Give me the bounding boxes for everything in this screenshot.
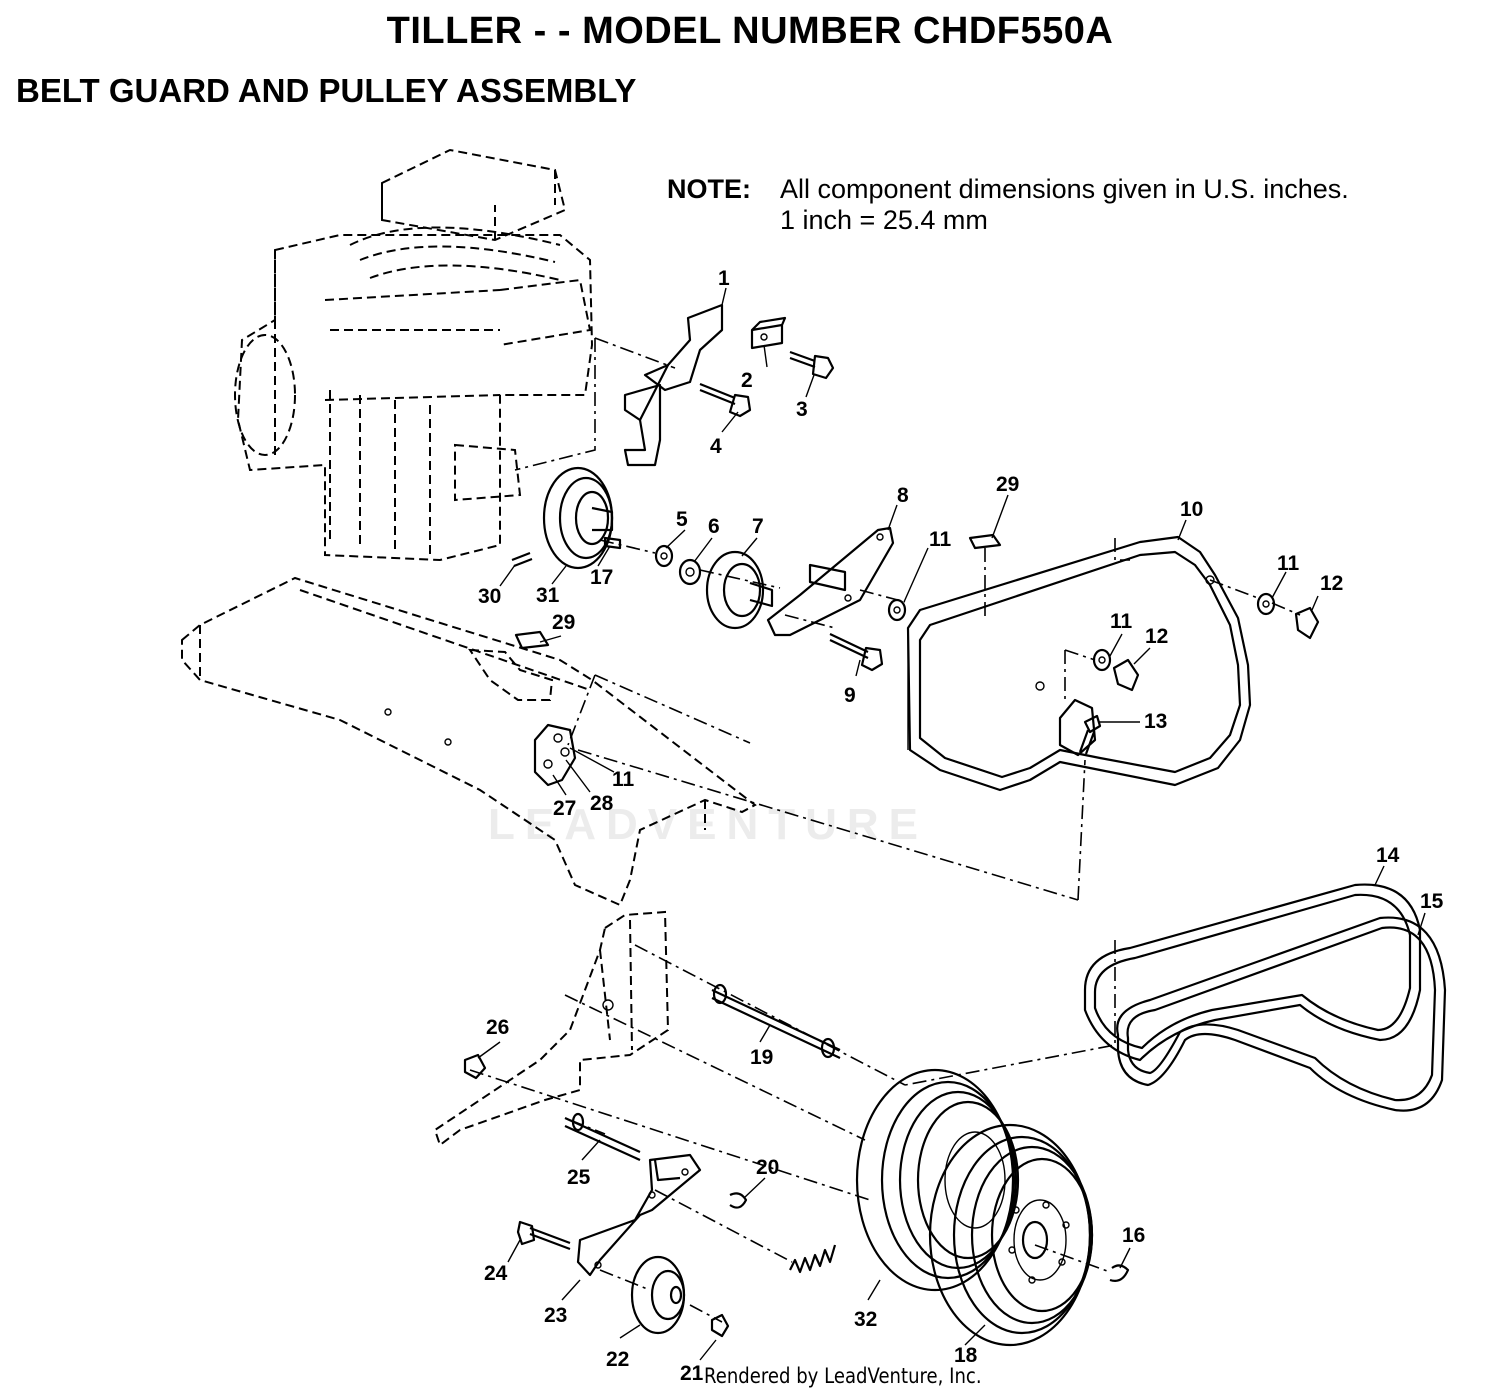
callout-27: 27: [553, 797, 576, 820]
part-4-bolt: [699, 382, 752, 418]
part-5-washer: [654, 544, 674, 568]
frame-bracket-outline: [433, 910, 670, 1147]
part-31-engine-pulley: [542, 466, 622, 570]
callout-11-mid: 11: [1110, 610, 1133, 633]
callout-25: 25: [567, 1166, 591, 1189]
part-32-large-pulley: [855, 1068, 1020, 1292]
note-label: NOTE:: [667, 174, 751, 204]
part-13-screw: [1078, 714, 1102, 755]
callout-17: 17: [590, 566, 613, 589]
part-10-belt-guard: [906, 535, 1252, 792]
part-11-washer-upper: [887, 598, 907, 622]
callout-16: 16: [1122, 1224, 1145, 1247]
callout-23: 23: [544, 1304, 567, 1327]
part-22-idler-pulley: [630, 1255, 686, 1335]
part-15-belt: [1116, 916, 1447, 1112]
part-16-clip: [1109, 1264, 1130, 1282]
callout-13: 13: [1144, 710, 1167, 733]
callout-1: 1: [718, 267, 730, 290]
part-26-nut: [463, 1053, 487, 1080]
callout-leaders: [477, 287, 1426, 1361]
part-23-idler-arm: [576, 1153, 702, 1277]
callout-10: 10: [1180, 498, 1203, 521]
callout-5: 5: [676, 508, 688, 531]
callout-24: 24: [484, 1262, 508, 1285]
callout-19: 19: [750, 1046, 773, 1069]
watermark: LEADVENTURE: [488, 800, 929, 849]
callout-3: 3: [796, 398, 808, 421]
callout-28: 28: [590, 792, 614, 815]
footer-credit: Rendered by LeadVenture, Inc.: [704, 1364, 982, 1388]
spring: [789, 1244, 837, 1274]
callout-7: 7: [752, 515, 764, 538]
callout-2: 2: [741, 369, 753, 392]
callout-32: 32: [854, 1308, 877, 1331]
callout-30: 30: [478, 585, 501, 608]
callout-21: 21: [680, 1362, 704, 1385]
part-11-washer-mid: [1092, 648, 1112, 672]
tine-shield-outline: [181, 576, 757, 907]
part-9-bolt: [829, 633, 884, 672]
callout-26: 26: [486, 1016, 509, 1039]
assembly-leader-lines: [469, 337, 1301, 1323]
part-11-washer-right: [1256, 592, 1276, 616]
callout-6: 6: [708, 515, 720, 538]
callout-4: 4: [710, 435, 722, 458]
part-6-washer: [678, 558, 702, 586]
part-8-idler-bracket: [766, 526, 895, 637]
note-line-2: 1 inch = 25.4 mm: [780, 205, 988, 235]
page-title: TILLER - - MODEL NUMBER CHDF550A: [386, 10, 1114, 52]
part-14-belt: [1083, 883, 1422, 1062]
part-12-acorn-nut-right: [1294, 606, 1320, 640]
callout-14: 14: [1376, 844, 1400, 867]
callout-11-right: 11: [1277, 552, 1300, 575]
callout-20: 20: [756, 1156, 779, 1179]
part-2-nut-plate: [750, 316, 787, 350]
callout-22: 22: [606, 1348, 629, 1371]
part-1-bracket: [623, 303, 724, 467]
callout-31: 31: [536, 584, 560, 607]
part-12-acorn-nut-mid: [1112, 658, 1140, 692]
callout-29-upper: 29: [996, 473, 1019, 496]
callout-29-lower: 29: [552, 611, 575, 634]
part-25-pin: [564, 1112, 641, 1162]
part-19-shaft: [711, 983, 841, 1059]
dimensions-note: NOTE: All component dimensions given in U…: [667, 174, 1349, 236]
callout-9: 9: [844, 684, 856, 707]
part-29-clip-lower: [514, 630, 550, 650]
part-18-large-pulley: [928, 1123, 1094, 1347]
part-30-setscrew: [511, 551, 533, 568]
callout-15: 15: [1420, 890, 1444, 913]
engine-outline: [234, 148, 594, 562]
part-21-nut: [710, 1313, 730, 1338]
callout-11-upper: 11: [929, 528, 952, 551]
callout-12-right: 12: [1320, 572, 1343, 595]
note-line-1: All component dimensions given in U.S. i…: [780, 174, 1349, 204]
callout-11-lower: 11: [612, 768, 635, 791]
callout-labels: 1 2 3 4 5 6 7 8 29 10 11 12 11 12 13 30 …: [478, 267, 1444, 1385]
part-24-bolt: [516, 1220, 571, 1251]
callout-12-mid: 12: [1145, 625, 1168, 648]
callout-8: 8: [897, 484, 909, 507]
part-29-clip-upper: [968, 533, 1002, 550]
part-3-bolt: [789, 350, 835, 380]
part-7-idler-pulley: [705, 550, 774, 630]
part-20-clip: [729, 1192, 748, 1209]
part-28-bolt-plate: [533, 723, 577, 787]
section-title: BELT GUARD AND PULLEY ASSEMBLY: [16, 72, 637, 109]
callout-18: 18: [954, 1344, 978, 1367]
